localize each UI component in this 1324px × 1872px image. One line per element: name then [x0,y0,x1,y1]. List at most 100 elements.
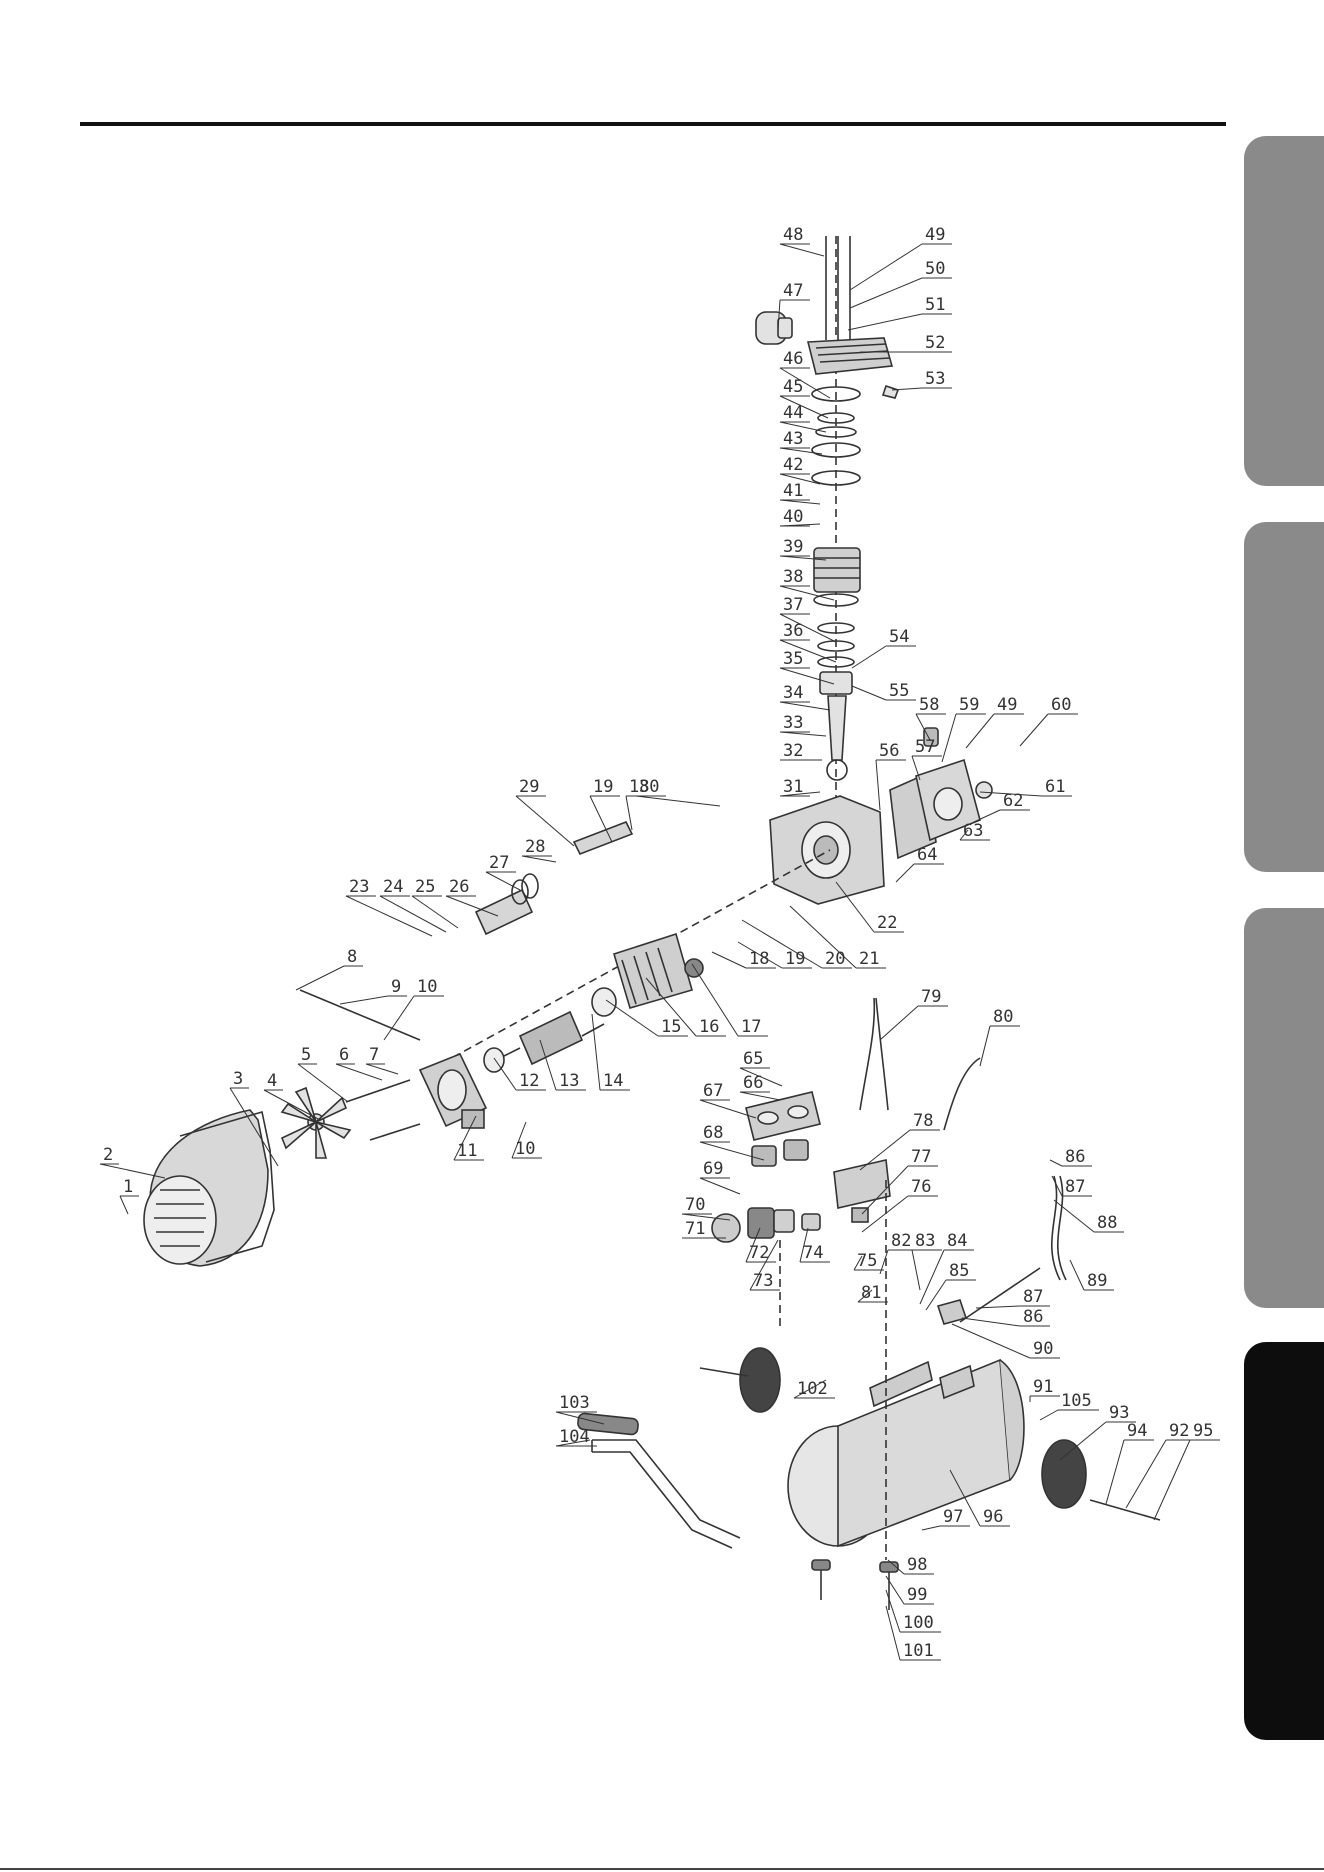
part-number-75-78: 75 [857,1251,877,1271]
callout-leader-15-15 [605,999,659,1037]
part-number-62-65: 62 [1003,791,1023,811]
callout-leader-94-99 [1105,1439,1125,1505]
callout-leader-89-92 [1069,1259,1085,1291]
part-number-93-98: 93 [1109,1403,1129,1423]
callout-leader-10-9 [383,995,415,1041]
callout-leader-99-105 [885,1575,905,1605]
part-number-88-91: 88 [1097,1213,1117,1233]
part-number-60-63: 60 [1051,695,1071,715]
motor-end-bell-part [418,1052,488,1129]
part-number-79-82: 79 [921,987,941,1007]
part-number-55-57: 55 [889,681,909,701]
callout-leader-19-24 [589,795,613,843]
part-number-49-62: 49 [997,695,1017,715]
part-number-86-89: 86 [1065,1147,1085,1167]
callout-leader-49-51 [849,243,923,291]
callout-leader-53-55 [891,387,923,391]
callout-leader-66-69 [739,1091,781,1101]
footer-rule [0,1868,1324,1870]
callout-leader-77-80 [861,1165,909,1215]
part-number-31-33: 31 [783,777,803,797]
part-number-63-66: 63 [963,821,983,841]
callout-leader-83-86 [911,1249,921,1291]
callout-leader-101-107 [885,1605,901,1661]
part-number-61-64: 61 [1045,777,1065,797]
part-number-23-25: 23 [349,877,369,897]
part-number-28-30: 28 [525,837,545,857]
callout-leader-65-68 [739,1067,783,1087]
motor-rotor-part [499,1010,605,1066]
callout-leader-58-60 [915,713,931,741]
regulator-part [711,1207,821,1243]
part-number-34-36: 34 [783,683,803,703]
callout-leader-61-64 [979,791,1043,797]
callout-leader-88-91 [1053,1199,1095,1233]
cooling-fan-part [280,1086,352,1159]
part-number-77-80: 77 [911,1147,931,1167]
callout-leader-1-0 [119,1195,129,1215]
part-number-43-45: 43 [783,429,803,449]
callout-leader-18-23 [625,795,633,831]
callout-leader-13-13 [539,1039,557,1091]
part-number-65-68: 65 [743,1049,763,1069]
callout-leader-17-17 [691,963,739,1037]
callout-leader-5-4 [297,1063,349,1103]
piston-connecting-rod [819,671,853,781]
air-filter-part [755,311,793,345]
part-number-33-35: 33 [783,713,803,733]
callout-leader-42-44 [779,473,821,485]
part-number-11-11: 11 [457,1141,477,1161]
callout-leader-85-88 [925,1279,947,1311]
callout-leader-18-18 [711,951,747,969]
part-number-40-42: 40 [783,507,803,527]
part-number-103-109: 103 [559,1393,590,1413]
part-number-29-31: 29 [519,777,539,797]
part-number-13-13: 13 [559,1071,579,1091]
part-number-17-17: 17 [741,1017,761,1037]
part-number-99-105: 99 [907,1585,927,1605]
part-number-19-24: 19 [593,777,613,797]
part-number-84-87: 84 [947,1231,967,1251]
callout-leader-69-72 [699,1177,741,1195]
callout-leader-8-7 [295,965,345,991]
callout-leader-56-58 [875,759,881,811]
air-tank-part [787,1358,1025,1548]
callout-leader-75-78 [853,1255,863,1271]
manifold-part [745,1091,821,1167]
side-tab-4-active[interactable] [1244,1342,1324,1740]
part-number-18-18: 18 [749,949,769,969]
callout-leader-64-67 [895,863,915,883]
callout-leader-22-22 [835,881,875,933]
part-number-6-5: 6 [339,1045,349,1065]
callout-leader-96-102 [949,1469,981,1527]
callout-leader-26-28 [445,895,499,917]
handle-part [591,1439,741,1549]
callout-leader-78-81 [859,1129,911,1171]
part-number-18-23: 18 [629,777,649,797]
callout-leader-54-56 [851,645,887,669]
part-number-52-54: 52 [925,333,945,353]
side-tab-2[interactable] [1244,522,1324,872]
side-tab-1[interactable] [1244,136,1324,486]
callout-leader-46-48 [779,367,831,399]
part-number-74-77: 74 [803,1243,823,1263]
side-tab-3[interactable] [1244,908,1324,1308]
callout-leader-38-40 [779,585,835,601]
callout-leader-87-93 [975,1305,1021,1309]
callout-leader-11-11 [453,1115,477,1161]
part-number-2-1: 2 [103,1145,113,1165]
part-number-35-37: 35 [783,649,803,669]
callout-leader-86-89 [1049,1159,1063,1167]
part-number-32-34: 32 [783,741,803,761]
part-number-24-26: 24 [383,877,403,897]
part-number-38-40: 38 [783,567,803,587]
wheel-part [739,1347,1087,1509]
part-number-19-19: 19 [785,949,805,969]
callout-leader-76-79 [861,1195,909,1233]
part-number-102-108: 102 [797,1379,828,1399]
part-number-57-59: 57 [915,737,935,757]
valve-plate-stack [811,386,861,486]
callout-leader-16-16 [645,977,697,1037]
part-number-30-32: 30 [639,777,659,797]
callout-leader-97-103 [921,1525,941,1531]
